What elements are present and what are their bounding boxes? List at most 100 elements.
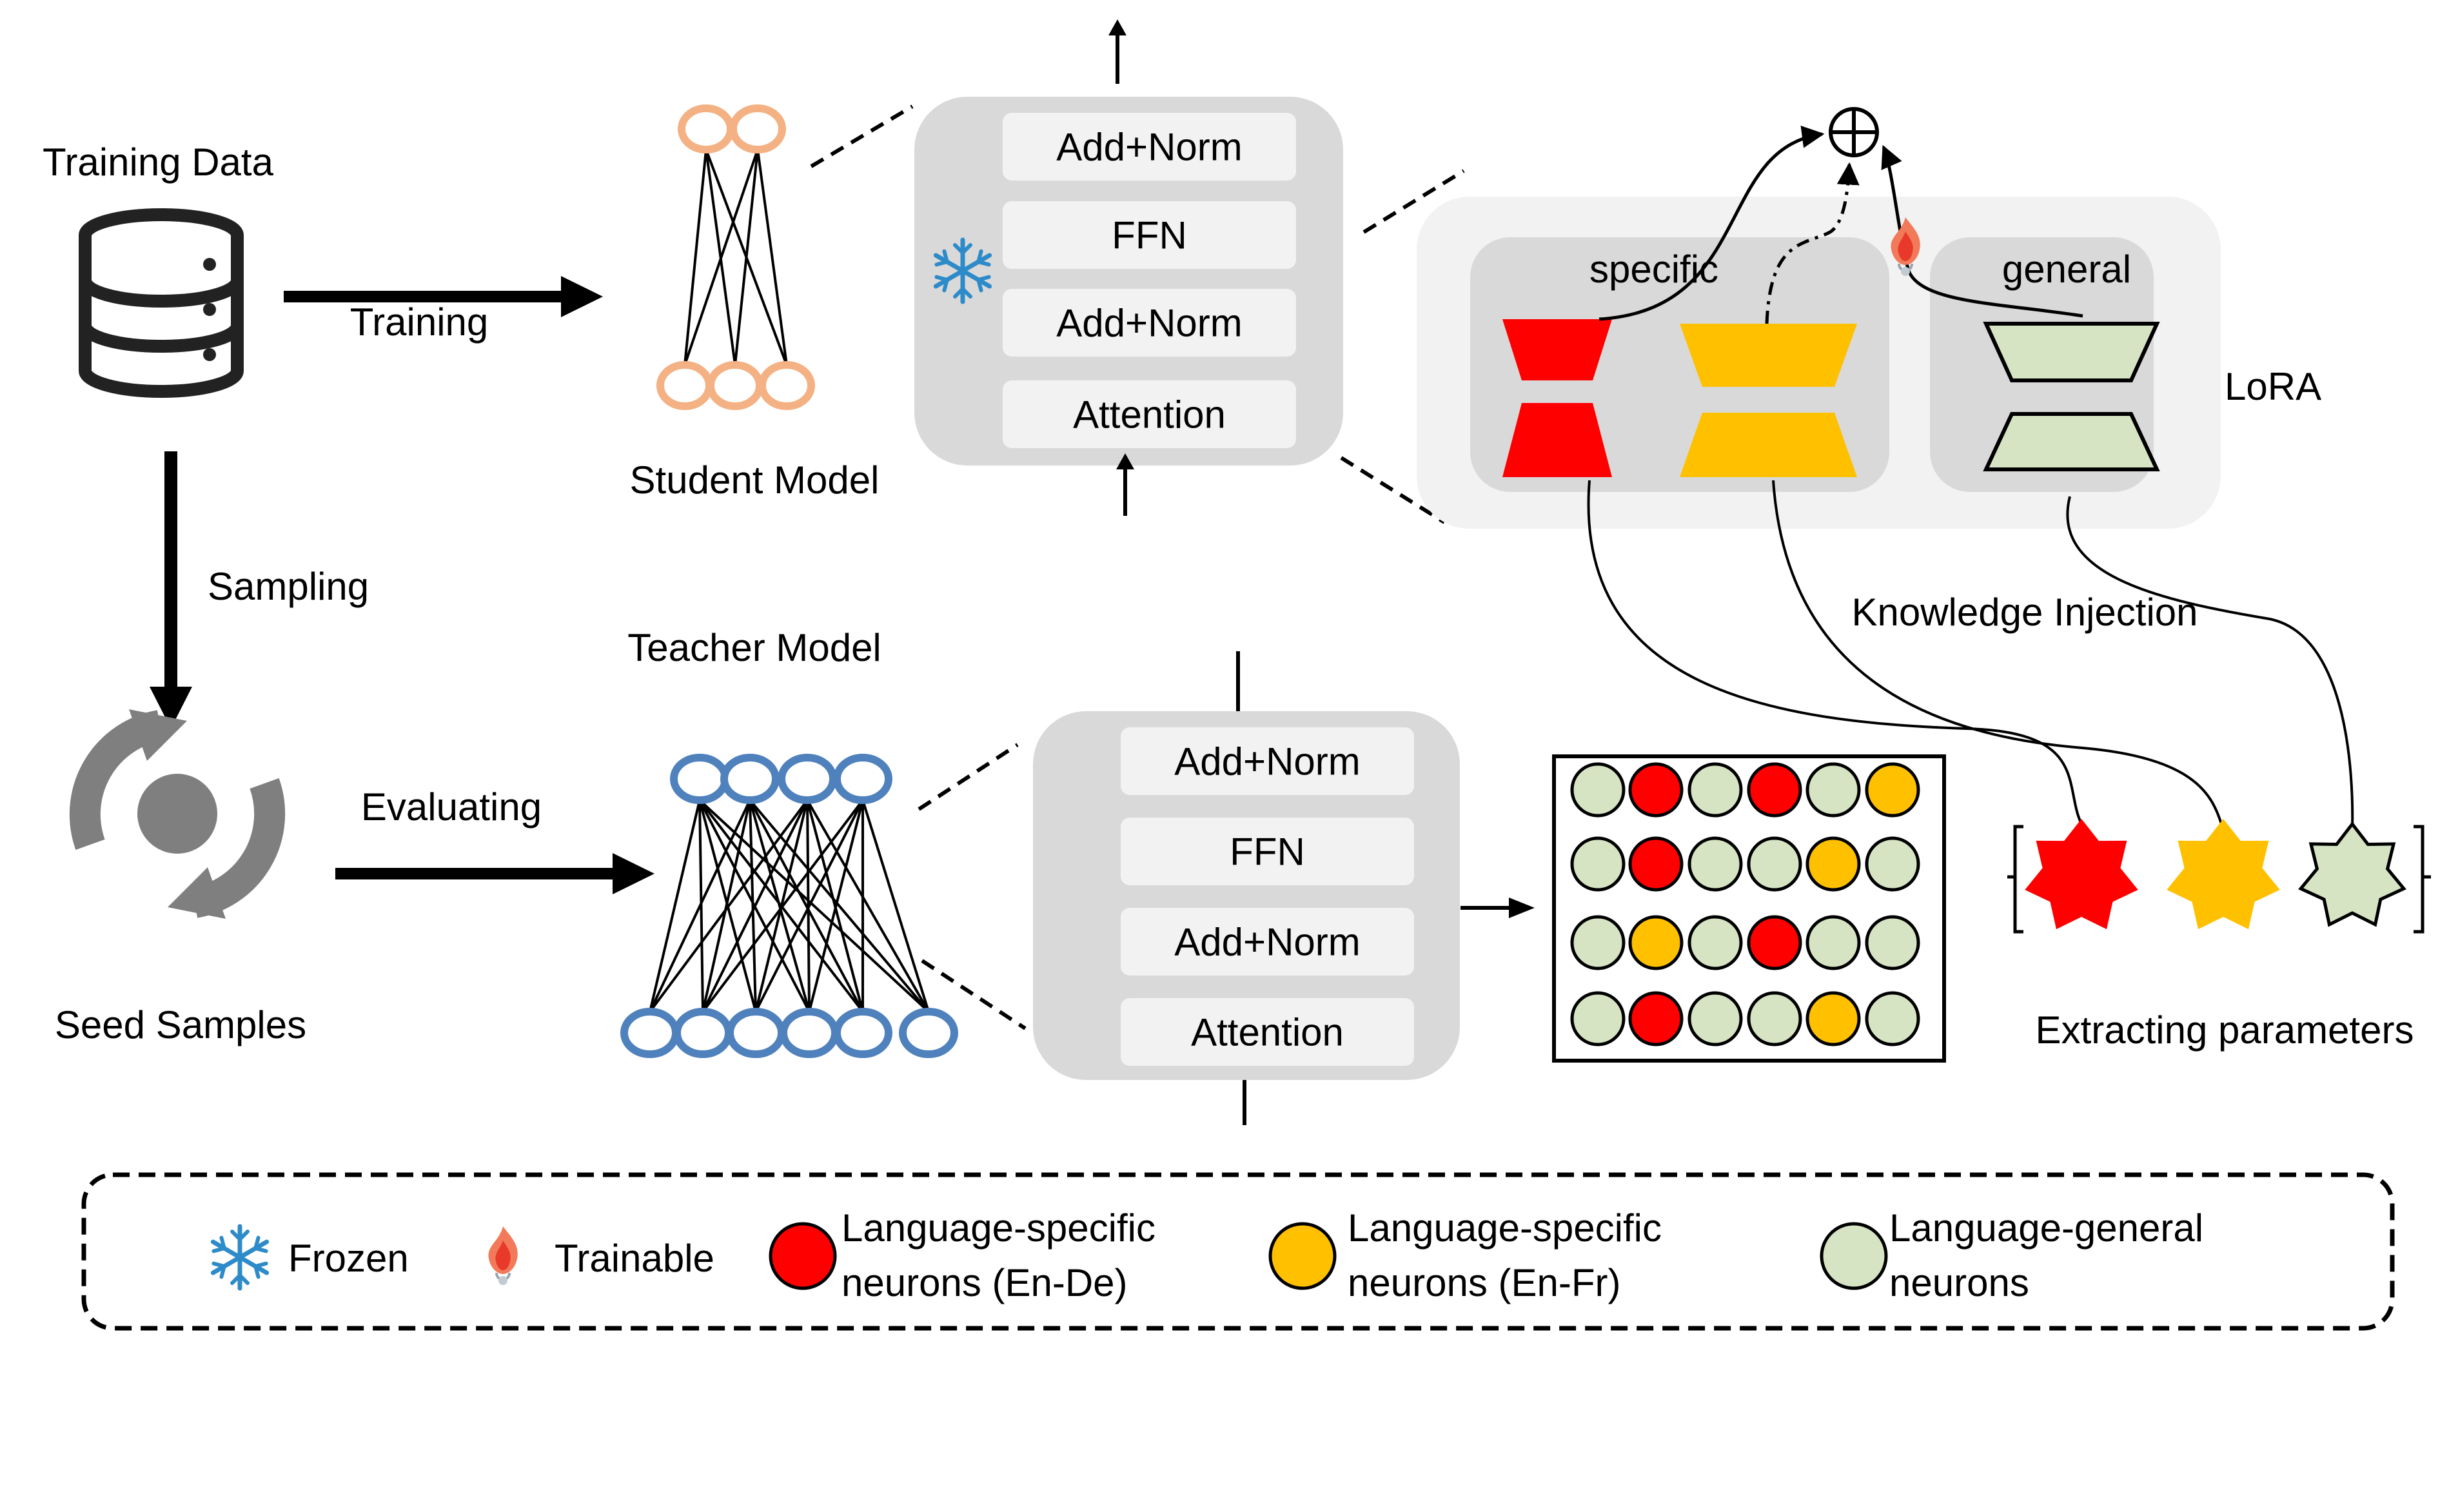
grid-neuron-general: [1865, 836, 1920, 892]
student-edge: [684, 149, 707, 366]
legend-frozen-label: Frozen: [288, 1237, 409, 1280]
grid-neuron-enfr: [1805, 836, 1861, 892]
student-neuron: [678, 104, 734, 153]
grid-neuron-ende: [1747, 762, 1802, 818]
legend-ende-swatch: [769, 1222, 837, 1290]
teacher-transformer-block: [1033, 711, 1460, 1080]
teacher-neuron: [899, 1008, 958, 1058]
right-bracket: [2414, 825, 2431, 934]
lora-ende-adapter: [1502, 319, 1612, 477]
teacher-layer-box: [1121, 998, 1414, 1066]
teacher-edge: [749, 800, 811, 1012]
legend-trainable-label: Trainable: [555, 1237, 714, 1280]
student-edges: [684, 149, 788, 366]
student-layer-box: [1003, 380, 1296, 448]
grid-neuron-ende: [1628, 991, 1684, 1046]
student-layer-box: [1003, 113, 1296, 181]
teacher-edge: [806, 800, 930, 1012]
legend-enfr-line1: Language-specific: [1348, 1206, 1662, 1250]
plus-aggregator-icon: [1829, 107, 1879, 157]
teacher-layer-label: Add+Norm: [1174, 921, 1360, 964]
lora-label: LoRA: [2225, 365, 2321, 408]
legend-box: [81, 1172, 2395, 1331]
student-network: [656, 104, 815, 410]
student-edge: [756, 149, 788, 366]
teacher-edge: [649, 799, 809, 1013]
grid-neuron-general: [1805, 762, 1861, 818]
teacher-neuron: [670, 754, 729, 804]
grid-neuron-general: [1687, 915, 1743, 970]
teacher-edge: [749, 800, 864, 1012]
grid-neuron-ende: [1747, 915, 1802, 970]
extracted-parameters-group: [2007, 819, 2431, 934]
grid-neuron-enfr: [1865, 762, 1920, 818]
grid-neuron-general: [1570, 762, 1626, 818]
legend-general-line1: Language-general: [1889, 1206, 2203, 1250]
student-layer-label: Attention: [1073, 393, 1226, 437]
student-neuron: [707, 361, 763, 410]
teacher-layer-label: Attention: [1191, 1011, 1344, 1054]
student-model-label: Student Model: [630, 458, 880, 502]
training-data-label: Training Data: [43, 141, 274, 184]
sampling-label: Sampling: [208, 565, 369, 608]
lora-enfr-adapter: [1680, 324, 1857, 477]
student-neuron: [729, 104, 786, 153]
training-arrow: [284, 276, 603, 317]
general-label: general: [2002, 248, 2131, 291]
grid-neuron-ende: [1628, 836, 1684, 892]
student-layer-box: [1003, 289, 1296, 357]
student-input-arrow: [1116, 453, 1134, 516]
teacher-layer-label: FFN: [1230, 830, 1305, 874]
grid-neuron-general: [1570, 915, 1626, 970]
student-layer-label: FFN: [1112, 214, 1187, 257]
aggregation-connectors: [1598, 125, 2083, 324]
teacher-neuron: [833, 1008, 892, 1058]
grid-neuron-general: [1747, 991, 1802, 1046]
grid-neuron-general: [1865, 991, 1920, 1046]
teacher-neuron: [620, 1008, 680, 1058]
student-layer-label: Add+Norm: [1056, 126, 1242, 169]
ende-star: [2025, 819, 2138, 930]
student-neuron: [656, 361, 713, 410]
grid-neuron-enfr: [1628, 915, 1684, 970]
grid-neuron-general: [1687, 836, 1743, 892]
teacher-edge: [749, 800, 757, 1012]
teacher-edge: [649, 800, 751, 1012]
grid-neuron-general: [1570, 836, 1626, 892]
teacher-edge: [702, 800, 751, 1012]
legend-ende-line1: Language-specific: [841, 1206, 1156, 1250]
evaluating-arrow: [335, 853, 654, 894]
teacher-layer-box: [1121, 818, 1414, 885]
grid-neuron-general: [1805, 915, 1861, 970]
student-output-arrow: [1108, 19, 1126, 84]
teacher-neuron: [780, 1008, 839, 1058]
teacher-zoom-lines: [918, 743, 1027, 1030]
teacher-layer-label: Add+Norm: [1174, 740, 1360, 783]
grid-neuron-general: [1687, 991, 1743, 1046]
refresh-cycle-icon: [69, 709, 286, 919]
teacher-edge: [754, 800, 864, 1012]
student-layer-label: Add+Norm: [1056, 302, 1242, 345]
teacher-network: [620, 754, 958, 1058]
legend-enfr-line2: neurons (En-Fr): [1348, 1261, 1620, 1304]
teacher-edge: [861, 800, 930, 1012]
teacher-neuron: [720, 754, 780, 804]
teacher-neuron: [833, 754, 892, 804]
evaluating-label: Evaluating: [361, 785, 542, 829]
student-edge: [684, 149, 759, 366]
seed-samples-label: Seed Samples: [55, 1003, 306, 1046]
legend-general-swatch: [1820, 1222, 1888, 1290]
teacher-edge: [702, 800, 809, 1012]
lora-general-adapter: [1983, 322, 2160, 471]
training-label: Training: [350, 300, 489, 344]
teacher-edge: [649, 800, 701, 1012]
teacher-edge: [698, 799, 930, 1013]
teacher-edges: [649, 799, 930, 1013]
teacher-edge: [702, 799, 864, 1013]
specific-label: specific: [1589, 248, 1718, 291]
grid-neuron-enfr: [1805, 991, 1861, 1046]
teacher-model-label: Teacher Model: [627, 626, 881, 669]
extract-arrow: [1461, 898, 1535, 918]
